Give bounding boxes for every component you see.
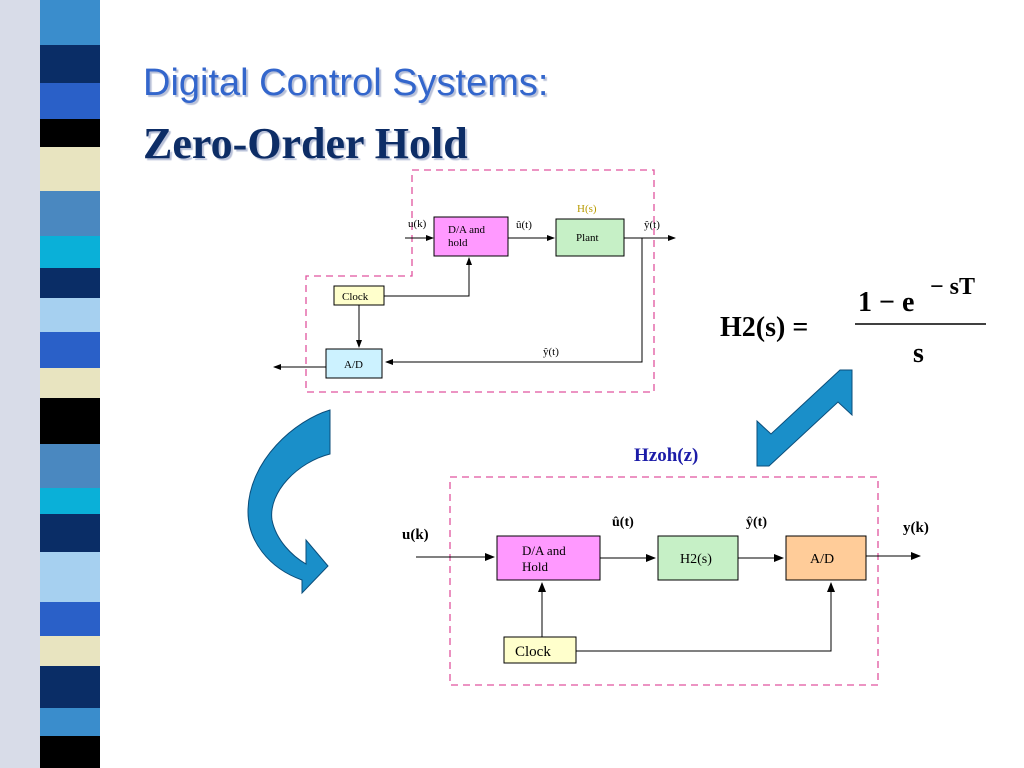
bottom-block-da-hold xyxy=(496,535,601,581)
bottom-block-h2 xyxy=(657,535,739,581)
top-block-ad-label: A/D xyxy=(344,359,363,371)
double-arrow-icon xyxy=(756,369,853,467)
equation-denominator: s xyxy=(913,338,924,369)
top-signal-yhat-out: ŷ(t) xyxy=(644,219,660,231)
slide-title: Digital Control Systems: xyxy=(143,62,549,104)
top-block-clock-label: Clock xyxy=(342,291,369,303)
bottom-block-da-label-1: D/A and xyxy=(522,543,566,558)
top-dashed-boundary xyxy=(305,169,655,393)
top-signal-uk: u(k) xyxy=(408,218,427,230)
top-block-plant xyxy=(555,218,625,257)
bottom-signal-yhat: ŷ(t) xyxy=(746,515,767,530)
top-block-da-label-1: D/A and xyxy=(448,224,485,236)
bottom-block-clock-label: Clock xyxy=(515,644,551,660)
top-block-ad xyxy=(325,348,383,379)
equation-exponent: − sT xyxy=(930,274,975,300)
top-signal-uhat: û(t) xyxy=(516,219,532,231)
bottom-block-ad-label: A/D xyxy=(810,552,834,567)
top-signal-yhat-feedback: ŷ(t) xyxy=(543,346,559,358)
top-block-da-label-2: hold xyxy=(448,237,468,249)
equation-lhs: H2(s) = xyxy=(720,312,808,343)
bottom-dashed-boundary xyxy=(449,476,879,686)
curved-arrow-icon xyxy=(247,409,331,595)
top-diagram: u(k) D/A and hold û(t) H(s) Plant ŷ(t) ŷ… xyxy=(273,169,676,393)
bottom-signal-yk: y(k) xyxy=(903,520,929,536)
top-block-da-hold xyxy=(433,216,509,257)
bottom-label-hzoh: Hzoh(z) xyxy=(634,445,698,466)
bottom-block-ad xyxy=(785,535,867,581)
bottom-signal-uhat: û(t) xyxy=(612,515,634,530)
bottom-block-clock xyxy=(503,636,577,664)
bottom-block-da-label-2: Hold xyxy=(522,559,549,574)
bottom-block-h2-label: H2(s) xyxy=(680,552,712,567)
top-label-hs: H(s) xyxy=(577,203,597,215)
bottom-diagram: Hzoh(z) u(k) D/A and Hold û(t) H2(s) ŷ(t… xyxy=(402,445,929,686)
decorative-stripe xyxy=(0,0,120,768)
bottom-signal-uk: u(k) xyxy=(402,527,429,543)
h2-equation: H2(s) = 1 − e − sT s xyxy=(720,274,986,369)
equation-numerator: 1 − e xyxy=(858,287,914,318)
slide-subtitle: Zero-Order Hold xyxy=(143,119,468,168)
top-block-plant-label: Plant xyxy=(576,232,599,244)
